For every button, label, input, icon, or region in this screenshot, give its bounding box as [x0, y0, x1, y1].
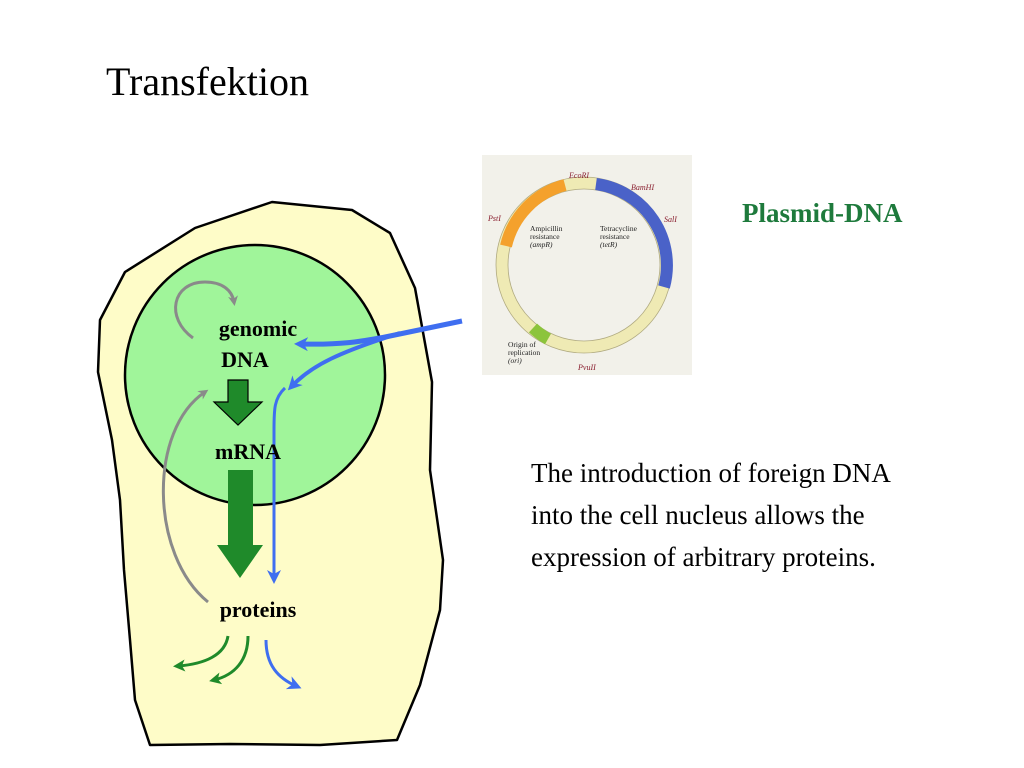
tet-resistance-arc	[595, 178, 673, 289]
plasmid-expression-arrow	[267, 386, 287, 584]
plasmid-map-background	[482, 155, 692, 375]
dna-to-mrna-arrow	[212, 379, 264, 426]
description-line-3: expression of arbitrary proteins.	[531, 542, 876, 572]
tet-label-1: Tetracycline	[600, 224, 638, 233]
slide-title: Transfektion	[106, 59, 309, 104]
protein-output-arrow-1	[173, 635, 230, 672]
proteins-label: proteins	[220, 597, 297, 622]
site-psti: PstI	[487, 214, 501, 223]
ori-label-2: replication	[508, 348, 540, 357]
site-pvuii: PvuII	[577, 363, 596, 372]
dna-label: DNA	[221, 347, 269, 372]
nucleus	[123, 243, 387, 507]
amp-label-3: (ampR)	[530, 240, 553, 249]
amp-label-1: Ampicillin	[530, 224, 563, 233]
site-ecori: EcoRI	[568, 171, 589, 180]
amp-resistance-arc	[500, 179, 567, 248]
tet-label-2: resistance	[600, 232, 630, 241]
site-sali: SalI	[664, 215, 677, 224]
site-bamhi: BamHI	[631, 183, 654, 192]
replication-loop-arrow	[174, 280, 238, 340]
amp-label-2: resistance	[530, 232, 560, 241]
genomic-label: genomic	[219, 316, 297, 341]
mrna-label: mRNA	[215, 439, 281, 464]
description-line-1: The introduction of foreign DNA	[531, 458, 891, 488]
ori-arc	[528, 323, 552, 345]
mrna-to-proteins-arrow	[217, 470, 263, 578]
description-text: The introduction of foreign DNA into the…	[531, 452, 1001, 578]
tet-label-3: (tetR)	[600, 240, 618, 249]
plasmid-dna-label: Plasmid-DNA	[742, 198, 903, 228]
protein-output-arrow-2	[209, 635, 250, 685]
ori-label-1: Origin of	[508, 340, 536, 349]
plasmid-map: EcoRI BamHI SalI PstI PvuII Ampicillin r…	[482, 155, 692, 375]
plasmid-to-nucleus-arrow	[287, 331, 401, 391]
protein-output-arrow-3	[264, 639, 302, 690]
ori-label-3: (ori)	[508, 356, 522, 365]
feedback-arrow	[161, 389, 209, 604]
description-line-2: into the cell nucleus allows the	[531, 500, 865, 530]
